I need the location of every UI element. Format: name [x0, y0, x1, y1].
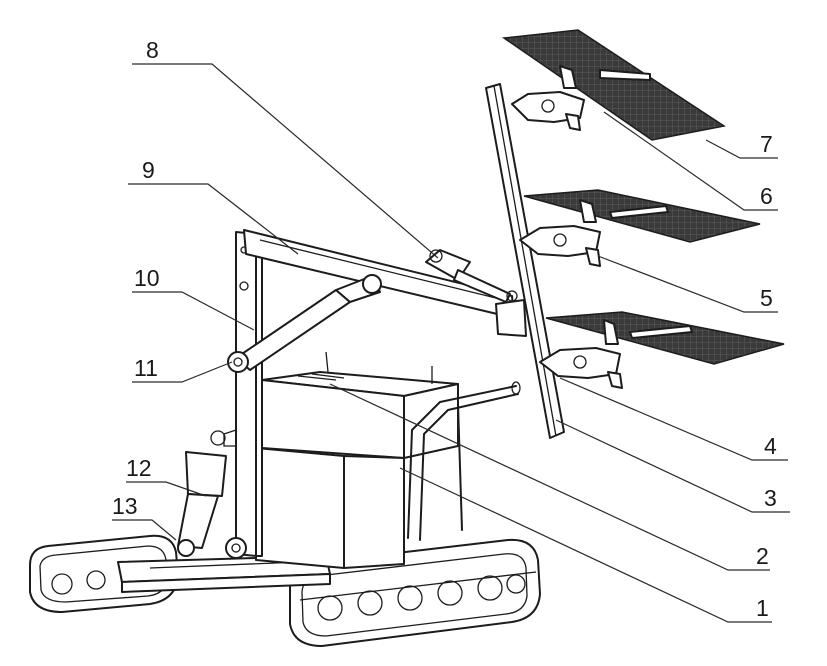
- track-wheels: [317, 574, 526, 621]
- boom-arm: [243, 229, 527, 337]
- callout-labels: 8 9 10 11 12 13 7 6 5 4 3 2 1: [112, 37, 777, 621]
- callout-3: 3: [764, 485, 777, 511]
- lift-cylinder: [227, 274, 382, 373]
- callout-7: 7: [760, 131, 773, 157]
- callout-11: 11: [134, 355, 158, 381]
- callout-5: 5: [760, 285, 773, 311]
- callout-13: 13: [112, 493, 138, 519]
- callout-6: 6: [760, 183, 773, 209]
- rotary-head-top: [511, 65, 585, 131]
- control-box: [255, 351, 459, 569]
- callout-12: 12: [126, 455, 152, 481]
- callout-8: 8: [146, 37, 159, 63]
- callout-9: 9: [142, 157, 155, 183]
- callout-1: 1: [756, 595, 769, 621]
- support-mast: [210, 231, 263, 557]
- rotary-head-bottom: [539, 319, 623, 389]
- callout-4: 4: [764, 433, 777, 459]
- callout-10: 10: [134, 265, 160, 291]
- panel-carrier-bar: [485, 83, 565, 439]
- callout-2: 2: [756, 543, 769, 569]
- rotary-head-middle: [519, 199, 601, 267]
- leader-lines: [112, 63, 790, 623]
- push-handle: [407, 381, 521, 541]
- solar-panel-top: [501, 29, 726, 141]
- base-cylinder: [177, 451, 247, 559]
